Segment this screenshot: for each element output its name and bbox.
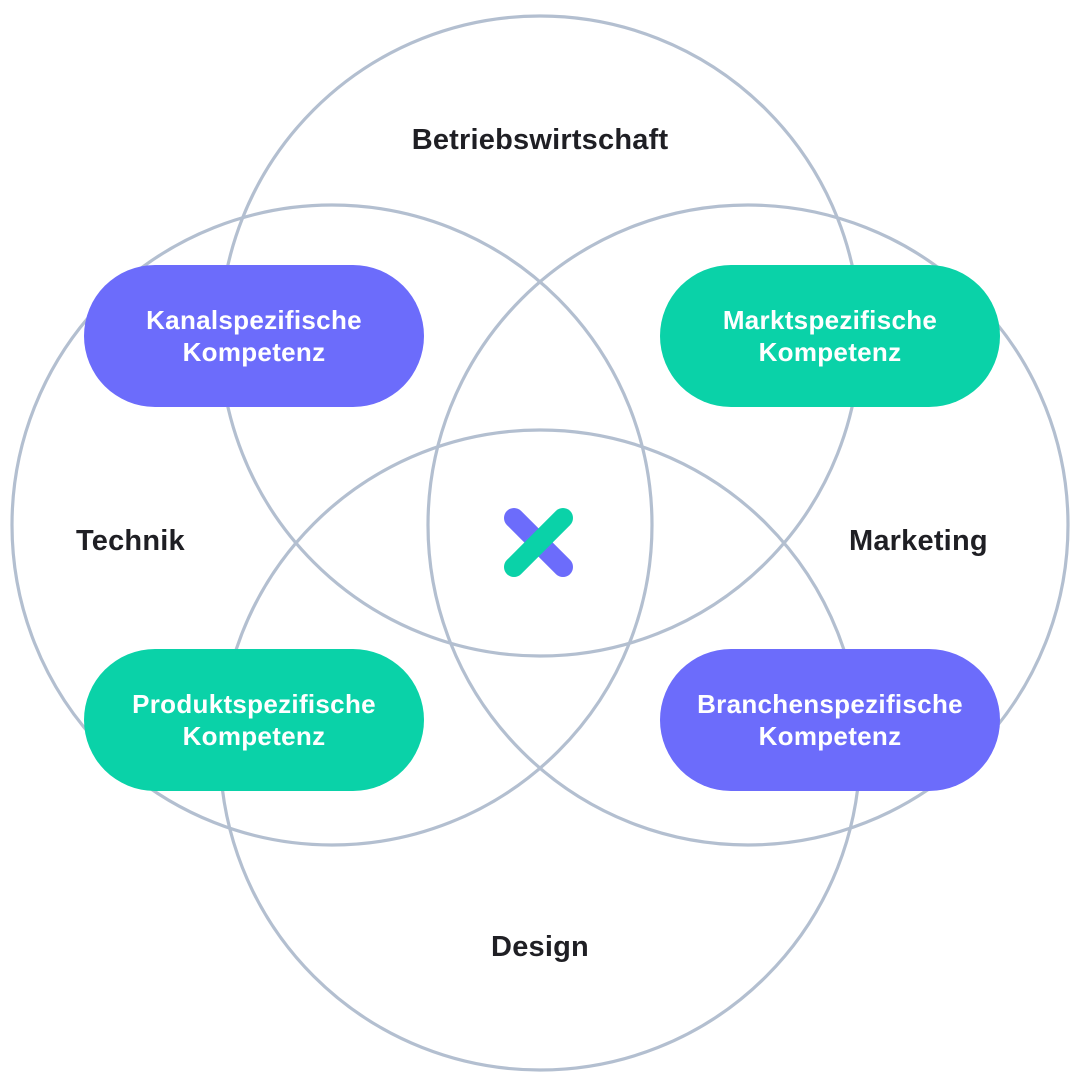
competency-line2: Kompetenz [758,337,902,367]
domain-label-design: Design [491,931,589,963]
cross-logo-icon [504,508,573,577]
domain-label-technik: Technik [76,525,185,557]
competency-line1: Marktspezifische [722,305,938,335]
circle-marketing [426,203,1070,847]
competency-line2: Kompetenz [758,721,902,751]
competency-pill-produktspezifisch: Produktspezifische Kompetenz [84,649,424,791]
competency-line1: Branchenspezifische [697,689,963,719]
competency-line2: Kompetenz [182,337,326,367]
circle-technik [10,203,654,847]
competency-pill-branchenspezifisch: Branchenspezifische Kompetenz [660,649,1000,791]
competency-pill-marktspezifisch: Marktspezifische Kompetenz [660,265,1000,407]
competency-line2: Kompetenz [182,721,326,751]
domain-label-marketing: Marketing [849,525,988,557]
competency-pill-kanalspezifisch: Kanalspezifische Kompetenz [84,265,424,407]
competency-line1: Kanalspezifische [146,305,362,335]
competency-line1: Produktspezifische [132,689,376,719]
domain-label-betriebswirtschaft: Betriebswirtschaft [411,124,669,156]
